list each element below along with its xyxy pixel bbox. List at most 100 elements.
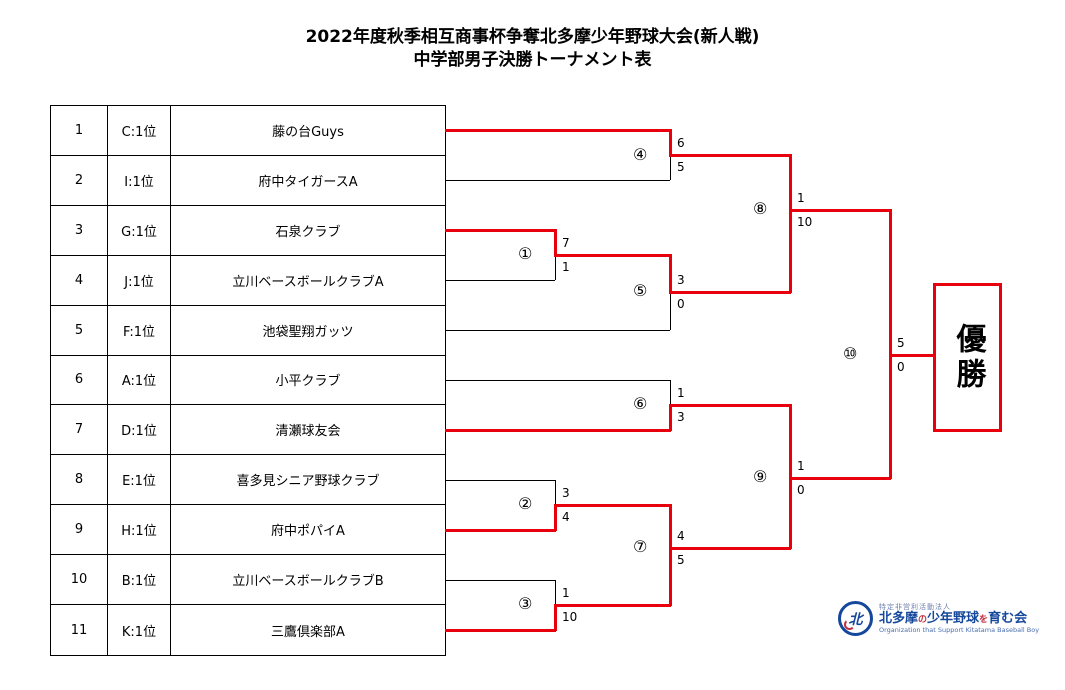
- logo-name-part: 少年野球: [927, 611, 980, 626]
- bracket-line: [555, 580, 556, 605]
- winner-line: [669, 291, 791, 294]
- match-1-number: ①: [518, 244, 533, 263]
- match-4-top-score: 6: [677, 136, 685, 150]
- seed-number: 4: [51, 255, 108, 306]
- champion-box: 優勝: [933, 283, 1002, 432]
- team-name: 立川ベースボールクラブB: [171, 555, 445, 606]
- team-name: 藤の台Guys: [171, 106, 445, 156]
- winner-line: [445, 429, 671, 432]
- organization-logo: 北 特定非営利活動法人 北多摩の少年野球を育む会 Organization th…: [838, 601, 1039, 636]
- match-9-top-score: 1: [797, 459, 805, 473]
- match-9-bottom-score: 0: [797, 483, 805, 497]
- winner-line: [445, 229, 556, 232]
- team-name: 府中ポパイA: [171, 505, 445, 556]
- bracket-line: [670, 292, 671, 330]
- winner-line: [669, 504, 672, 606]
- match-6-number: ⑥: [633, 394, 648, 413]
- bracket-line: [445, 480, 555, 481]
- winner-line: [669, 129, 672, 156]
- logo-english-name: Organization that Support Kitatama Baseb…: [879, 625, 1040, 634]
- title-line-1: 2022年度秋季相互商事杯争奪北多摩少年野球大会(新人戦): [305, 27, 760, 47]
- logo-badge-icon: 北: [838, 601, 873, 636]
- winner-line: [445, 129, 671, 132]
- seed-number: 6: [51, 355, 108, 406]
- bracket-line: [670, 380, 671, 405]
- seed-number: 10: [51, 555, 108, 606]
- match-3-bottom-score: 10: [562, 610, 578, 624]
- qualifier-label: A:1位: [108, 355, 171, 406]
- seed-number: 8: [51, 455, 108, 506]
- qualifier-label: G:1位: [108, 205, 171, 256]
- bracket-line: [445, 180, 670, 181]
- team-name: 小平クラブ: [171, 355, 445, 406]
- logo-certification: 特定非営利活動法人: [879, 602, 951, 611]
- seed-number: 5: [51, 305, 108, 356]
- winner-line: [669, 547, 791, 550]
- logo-name-part: 育む会: [988, 611, 1028, 626]
- qualifier-label: H:1位: [108, 505, 171, 556]
- match-6-bottom-score: 3: [677, 410, 685, 424]
- match-2-number: ②: [518, 494, 533, 513]
- seed-number: 7: [51, 405, 108, 456]
- winner-line: [789, 404, 792, 549]
- winner-line: [669, 404, 791, 407]
- winner-line: [554, 229, 557, 256]
- title-line-2: 中学部男子決勝トーナメント表: [413, 50, 652, 70]
- page-title: 2022年度秋季相互商事杯争奪北多摩少年野球大会(新人戦) 中学部男子決勝トーナ…: [0, 26, 1065, 72]
- match-5-number: ⑤: [633, 281, 648, 300]
- winner-line: [889, 209, 892, 479]
- logo-red-accent-icon: [844, 619, 855, 630]
- bracket-line: [555, 255, 556, 280]
- match-10-bottom-score: 0: [897, 360, 905, 374]
- match-2-top-score: 3: [562, 486, 570, 500]
- qualifier-label: E:1位: [108, 455, 171, 506]
- match-7-top-score: 4: [677, 529, 685, 543]
- winner-line: [554, 254, 671, 257]
- match-5-bottom-score: 0: [677, 297, 685, 311]
- qualifier-label: D:1位: [108, 405, 171, 456]
- qualifier-label: B:1位: [108, 555, 171, 606]
- bracket-line: [445, 380, 670, 381]
- winner-line: [889, 354, 935, 357]
- qualifier-label: J:1位: [108, 255, 171, 306]
- winner-line: [669, 404, 672, 431]
- team-name: 石泉クラブ: [171, 205, 445, 256]
- seed-number: 2: [51, 155, 108, 206]
- match-8-top-score: 1: [797, 191, 805, 205]
- seed-number: 1: [51, 106, 108, 156]
- winner-line: [445, 629, 556, 632]
- match-8-number: ⑧: [753, 199, 768, 218]
- qualifier-label: K:1位: [108, 605, 171, 655]
- match-3-number: ③: [518, 594, 533, 613]
- winner-line: [789, 477, 891, 480]
- winner-line: [669, 254, 672, 293]
- winner-line: [669, 154, 791, 157]
- qualifier-label: I:1位: [108, 155, 171, 206]
- seed-number: 11: [51, 605, 108, 655]
- qualifier-label: F:1位: [108, 305, 171, 356]
- logo-name-particle: を: [979, 615, 989, 625]
- champion-label: 優勝: [950, 322, 986, 393]
- match-7-number: ⑦: [633, 537, 648, 556]
- match-7-bottom-score: 5: [677, 553, 685, 567]
- bracket-line: [445, 330, 670, 331]
- logo-name: 北多摩の少年野球を育む会: [879, 611, 1039, 627]
- bracket-line: [555, 480, 556, 505]
- logo-name-part: 北多摩: [879, 611, 919, 626]
- match-9-number: ⑨: [753, 467, 768, 486]
- match-5-top-score: 3: [677, 273, 685, 287]
- logo-name-particle: の: [918, 615, 928, 625]
- team-name: 三鷹倶楽部A: [171, 605, 445, 655]
- qualifier-label: C:1位: [108, 106, 171, 156]
- logo-text: 特定非営利活動法人 北多摩の少年野球を育む会 Organization that…: [879, 603, 1039, 635]
- team-name: 喜多見シニア野球クラブ: [171, 455, 445, 506]
- winner-line: [554, 504, 557, 531]
- match-4-bottom-score: 5: [677, 160, 685, 174]
- seed-number: 9: [51, 505, 108, 556]
- team-name: 池袋聖翔ガッツ: [171, 305, 445, 356]
- bracket-line: [445, 580, 555, 581]
- team-name: 立川ベースボールクラブA: [171, 255, 445, 306]
- match-2-bottom-score: 4: [562, 510, 570, 524]
- match-3-top-score: 1: [562, 586, 570, 600]
